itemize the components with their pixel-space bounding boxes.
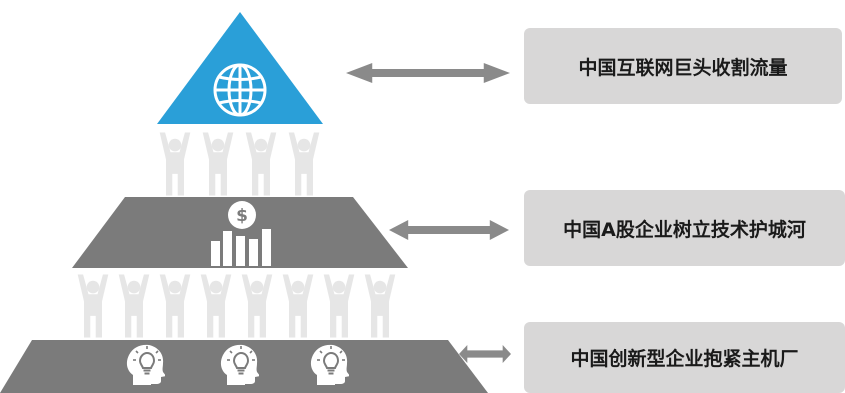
person-figure [159,132,191,196]
person-figure [323,274,355,338]
people-row-upper [159,132,320,196]
person-figure [77,274,109,338]
dollar-bar-chart-icon: $ [211,201,271,266]
double-arrow-icon [389,220,509,240]
double-arrow-icon [459,345,511,363]
double-arrow-icon [346,63,510,83]
person-figure [200,274,232,338]
person-figure [364,274,396,338]
label-box-middle: 中国A股企业树立技术护城河 [524,190,845,266]
person-figure [241,274,273,338]
label-text-top: 中国互联网巨头收割流量 [578,56,788,79]
label-text-middle: 中国A股企业树立技术护城河 [563,218,806,241]
middle-tier [72,197,408,268]
svg-text:$: $ [236,206,248,226]
label-text-bottom: 中国创新型企业抱紧主机厂 [570,348,799,370]
person-figure [288,132,320,196]
person-figure [282,274,314,338]
label-box-top: 中国互联网巨头收割流量 [524,28,842,104]
person-figure [118,274,150,338]
label-box-bottom: 中国创新型企业抱紧主机厂 [524,322,845,393]
globe-icon [213,63,267,117]
person-figure [245,132,277,196]
person-figure [202,132,234,196]
person-figure [159,274,191,338]
people-row-lower [77,274,396,338]
